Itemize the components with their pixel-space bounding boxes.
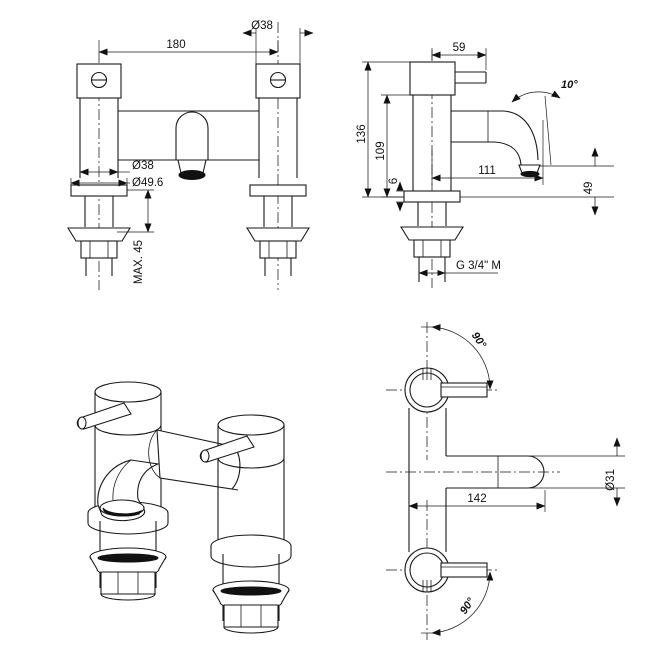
plan-top-lever-body — [440, 382, 488, 398]
dim-label-180: 180 — [166, 39, 185, 51]
side-handle-block — [409, 61, 456, 96]
left-nut — [80, 240, 118, 259]
dimension-dia38-top: Ø38 — [242, 20, 314, 64]
plan-top-valve — [404, 367, 488, 413]
side-elevation-view: 59 136 109 6 111 — [356, 42, 614, 288]
dim-label-109: 109 — [375, 141, 387, 160]
iso-body-bar-join — [231, 488, 239, 491]
dim-label-dia38-shank: Ø38 — [132, 160, 154, 172]
dimension-59: 59 — [431, 42, 487, 70]
note-thread-size: G 3/4" M — [418, 260, 501, 277]
side-washer — [400, 226, 464, 241]
ext-line-10deg-ref — [544, 95, 552, 166]
dimension-10-degrees: 10° — [511, 79, 578, 166]
cross-body — [118, 110, 259, 180]
iso-spout-inner-edge — [112, 459, 132, 501]
dim-label-10-degrees: 10° — [561, 79, 578, 91]
iso-left-cap-bottom — [94, 424, 162, 436]
side-lever-handle — [455, 71, 487, 84]
side-base-flange — [403, 190, 461, 203]
dimension-49: 49 — [460, 147, 614, 216]
plan-spout — [446, 455, 545, 489]
iso-spout — [97, 459, 161, 522]
dimension-6: 6 — [388, 178, 404, 212]
plan-view: 90° 90° 142 Ø31 — [386, 322, 625, 640]
dim-label-142: 142 — [467, 493, 486, 505]
right-pillar-assembly — [246, 63, 310, 276]
iso-body-bar — [148, 429, 241, 491]
iso-right-cap-top — [217, 414, 285, 436]
arc-90-bottom — [431, 571, 494, 636]
dim-label-6: 6 — [388, 178, 400, 184]
dimension-109: 109 — [375, 94, 410, 198]
right-nut — [259, 240, 297, 259]
iso-left-cap-top — [94, 381, 162, 403]
front-elevation-view: 180 Ø38 Ø38 Ø49.6 — [67, 20, 314, 290]
iso-right-pillar — [199, 414, 292, 634]
dimension-136: 136 — [356, 61, 410, 198]
dimension-dia38-shank: Ø38 — [79, 160, 154, 178]
dim-label-59: 59 — [453, 42, 466, 54]
iso-right-flange-body — [210, 546, 292, 568]
dim-label-49: 49 — [583, 182, 595, 195]
spout-inner-curve — [493, 141, 522, 166]
aerator-ring — [178, 170, 206, 180]
dimension-111: 111 — [431, 120, 544, 185]
left-pillar-assembly — [67, 63, 131, 276]
iso-left-nut — [100, 571, 156, 595]
note-label-thread-size: G 3/4" M — [456, 260, 501, 272]
iso-right-cap-bottom — [217, 457, 285, 469]
dim-label-111: 111 — [478, 165, 495, 177]
left-base-flange — [70, 184, 128, 197]
dim-label-dia38-top: Ø38 — [251, 20, 273, 32]
spout-outlet-dome — [175, 111, 209, 161]
side-nut — [413, 239, 451, 258]
iso-body-bar-front — [156, 429, 241, 490]
right-base-flange — [249, 184, 307, 197]
iso-left-washer-ring — [97, 553, 159, 563]
iso-right-nut — [223, 604, 279, 628]
left-washer — [67, 227, 131, 242]
iso-right-washer-ring — [220, 586, 282, 596]
arc-90-top — [431, 324, 494, 390]
side-aerator-ring — [520, 170, 540, 178]
iso-right-lever-end — [200, 449, 210, 463]
iso-right-nut-bottom — [223, 626, 279, 634]
plan-spout-end-cap — [527, 455, 545, 489]
arc-10-degrees — [511, 90, 561, 103]
plan-top-lever — [440, 382, 488, 398]
dim-label-dia31: Ø31 — [605, 469, 617, 491]
iso-left-lever-end — [77, 416, 87, 430]
spout-outer-curve — [502, 110, 539, 161]
dim-label-max45: MAX. 45 — [133, 240, 145, 284]
iso-left-lever — [76, 402, 132, 430]
iso-right-lever — [199, 435, 255, 463]
iso-left-nut-bottom — [100, 593, 156, 601]
dim-label-136: 136 — [356, 124, 368, 143]
iso-body-bar-back-edge — [148, 429, 161, 479]
plan-bottom-valve — [404, 547, 488, 593]
dim-label-90-bottom: 90° — [458, 596, 478, 617]
dim-label-90-top: 90° — [469, 330, 489, 351]
dimension-180-centres: 180 — [98, 39, 279, 56]
iso-spout-aerator — [102, 507, 143, 517]
plan-bottom-lever — [440, 562, 488, 578]
dimension-max45: MAX. 45 — [117, 189, 154, 284]
dimension-dia31: Ø31 — [530, 437, 625, 507]
plan-bottom-lever-body — [440, 562, 488, 578]
isometric-view — [76, 381, 292, 634]
right-washer — [246, 227, 310, 242]
dimension-dia496-flange: Ø49.6 — [70, 177, 163, 189]
dim-label-dia496: Ø49.6 — [132, 177, 163, 189]
dimension-142: 142 — [408, 490, 546, 512]
